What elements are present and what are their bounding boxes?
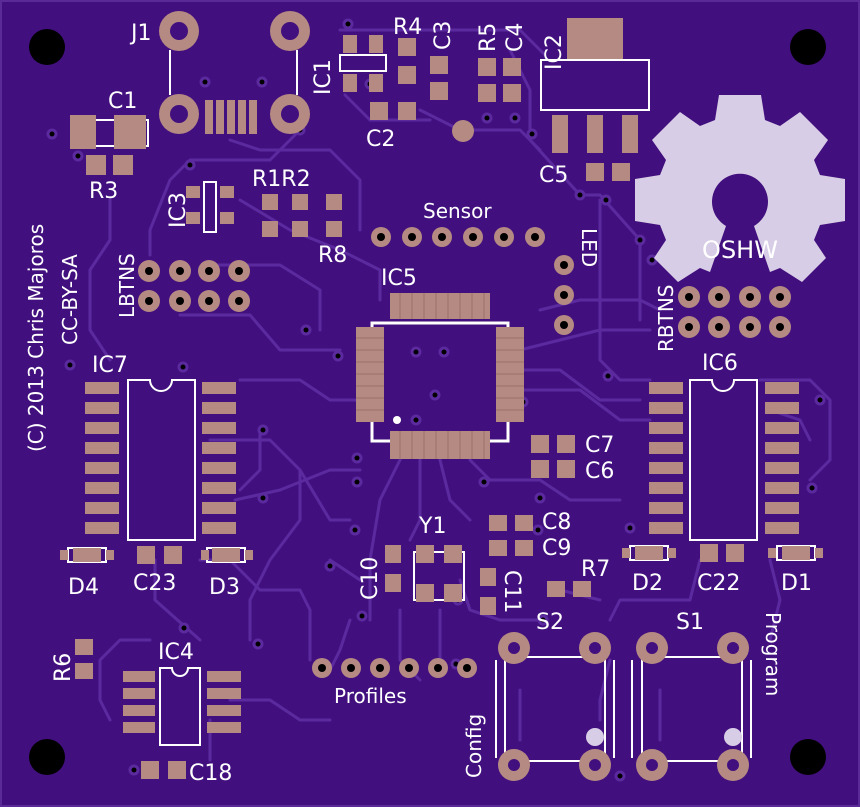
rbtns-label: RBTNS [654, 285, 678, 353]
ic6-chip [649, 379, 799, 541]
oshw-gear-icon [635, 95, 845, 282]
program-label: Program [761, 612, 785, 696]
oshw-label: OSHW [702, 236, 778, 264]
ic5-label: IC5 [381, 266, 417, 291]
mounting-holes [29, 29, 826, 775]
ic7-label: IC7 [92, 353, 128, 378]
s1-program-switch [631, 632, 752, 781]
sensor-label: Sensor [423, 199, 492, 223]
config-label: Config [462, 714, 486, 778]
d4-label: D4 [68, 575, 99, 600]
c4-capacitor [503, 58, 521, 102]
y1-label: Y1 [418, 514, 446, 539]
profiles-header [312, 658, 477, 678]
r1r2r8-resistors [262, 194, 342, 237]
rbtns-header [678, 286, 791, 338]
r5-resistor [478, 58, 496, 102]
y1-crystal [413, 545, 465, 602]
c1-capacitor [70, 115, 149, 149]
c22-label: C22 [697, 571, 740, 596]
c18-capacitor [141, 761, 186, 779]
d2-diode [622, 545, 676, 561]
ic5-microcontroller [356, 293, 524, 459]
c23-label: C23 [133, 571, 176, 596]
sensor-header [371, 227, 545, 247]
credit-line2: CC-BY-SA [58, 254, 82, 345]
d2-label: D2 [632, 571, 663, 596]
c2-capacitor [370, 102, 416, 120]
c3-capacitor [430, 56, 448, 100]
c10-capacitor [385, 545, 401, 592]
r4-resistor [398, 38, 416, 84]
ic2-regulator [540, 18, 650, 153]
r7-resistor [547, 581, 591, 597]
test-pad [452, 120, 474, 142]
ic3-label: IC3 [166, 192, 191, 228]
ic4-label: IC4 [158, 640, 194, 665]
ic1-chip [339, 35, 387, 92]
credit-line1: (C) 2013 Chris Majoros [24, 224, 48, 452]
c7-label: C7 [585, 433, 614, 458]
c18-label: C18 [189, 761, 232, 786]
r3-resistor [86, 155, 133, 175]
j1-usb-connector [159, 11, 310, 134]
c9-label: C9 [542, 536, 571, 561]
c4-label: C4 [503, 23, 528, 52]
c5-capacitor [586, 163, 630, 181]
r6-label: R6 [51, 653, 76, 682]
c22-capacitor [700, 544, 744, 562]
d1-label: D1 [781, 571, 812, 596]
led-header [554, 255, 574, 335]
d3-label: D3 [209, 575, 240, 600]
c11-capacitor [480, 568, 496, 615]
c7-c6-capacitors [531, 435, 575, 478]
mounting-hole-bottom-left [29, 739, 65, 775]
c3-label: C3 [431, 21, 456, 50]
s1-label: S1 [676, 610, 704, 635]
d1-diode [768, 545, 823, 561]
ic4-chip [123, 667, 241, 746]
r6-resistor [75, 639, 93, 679]
lbtns-label: LBTNS [115, 253, 139, 318]
r8-label: R8 [318, 243, 347, 268]
lbtns-header [138, 260, 250, 312]
r1r2-label: R1R2 [252, 167, 311, 192]
profiles-label: Profiles [334, 684, 407, 708]
mounting-hole-bottom-right [790, 739, 826, 775]
mounting-hole-top-left [29, 29, 65, 65]
ic2-label: IC2 [542, 34, 567, 70]
s2-label: S2 [536, 610, 564, 635]
d3-diode [201, 547, 253, 563]
c2-label: C2 [366, 127, 395, 152]
s2-config-switch [495, 632, 615, 781]
j1-label: J1 [129, 21, 152, 46]
ic6-label: IC6 [702, 351, 738, 376]
c8-label: C8 [542, 510, 571, 535]
c10-label: C10 [358, 557, 383, 600]
r3-label: R3 [89, 179, 118, 204]
c6-label: C6 [585, 459, 614, 484]
led-label: LED [577, 228, 601, 267]
c8-c9-capacitors [489, 515, 533, 556]
mounting-hole-top-right [790, 29, 826, 65]
r7-label: R7 [581, 557, 610, 582]
ic1-label: IC1 [311, 59, 336, 95]
c5-label: C5 [539, 163, 568, 188]
ic7-chip [85, 379, 236, 541]
c1-label: C1 [108, 89, 137, 114]
c23-capacitor [137, 546, 182, 564]
ic3-chip [186, 181, 234, 233]
d4-diode [60, 547, 114, 563]
r4-label: R4 [393, 15, 422, 40]
r5-label: R5 [476, 23, 501, 52]
c11-label: C11 [499, 570, 524, 613]
